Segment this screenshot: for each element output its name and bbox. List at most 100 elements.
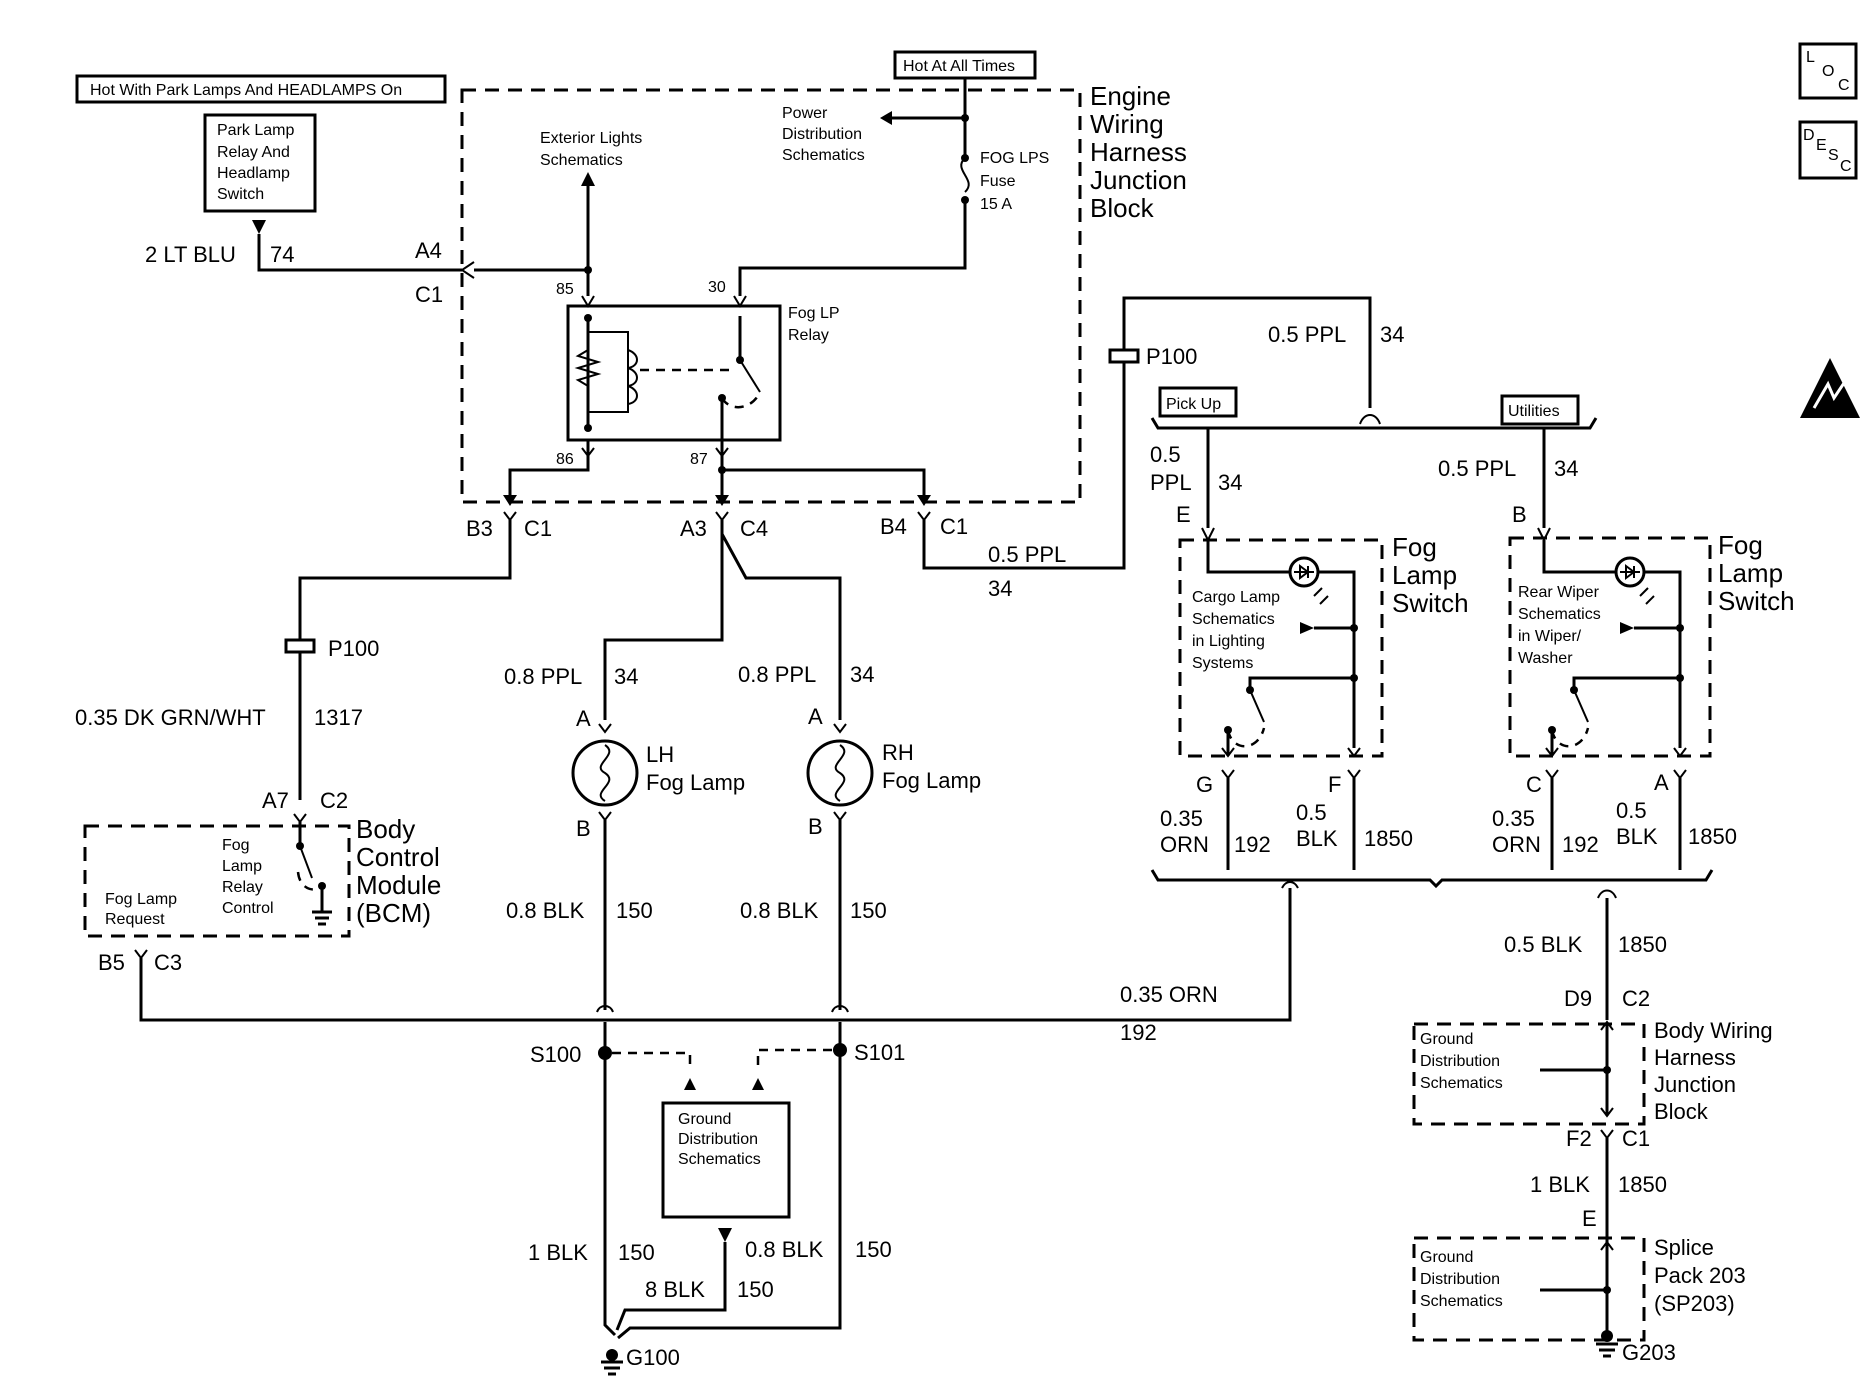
conn-c1-b3: C1 [524, 516, 552, 541]
tag-pickup: Pick Up [1158, 386, 1238, 418]
svg-text:E: E [1816, 137, 1827, 154]
relay-label-2: Relay [788, 327, 829, 344]
svg-text:Hot With Park Lamps And HEADLA: Hot With Park Lamps And HEADLAMPS On [90, 82, 402, 99]
power-dist-label-1: Power [782, 105, 828, 122]
conn-a4: A4 [415, 238, 442, 263]
lsw-e-circuit: 34 [1218, 470, 1242, 495]
bcm-title-2: Control [356, 842, 440, 872]
esd-warning-icon [1800, 358, 1860, 418]
conn-c1-b4: C1 [940, 514, 968, 539]
lsw-g-gauge-1: 0.35 [1160, 806, 1203, 831]
bcm-relay-ctrl-1: Fog [222, 837, 250, 854]
body-block-gd-2: Distribution [1420, 1053, 1500, 1070]
sp-gd-3: Schematics [1420, 1293, 1503, 1310]
power-dist-label-3: Schematics [782, 147, 865, 164]
rsw-indicator-led-icon [1614, 556, 1655, 605]
rsw-pin-c: C [1526, 772, 1542, 797]
splice-s100: S100 [530, 1042, 581, 1067]
engine-block-title-1: Engine [1090, 81, 1171, 111]
rsw-title-2: Lamp [1718, 558, 1783, 588]
lsw-f-circuit: 1850 [1364, 826, 1413, 851]
loc-icon[interactable]: L O C [1798, 42, 1858, 100]
wire-192-circuit: 192 [1120, 1020, 1157, 1045]
lsw-f-gauge-1: 0.5 [1296, 800, 1327, 825]
pin-30: 30 [708, 279, 726, 296]
conn-c1-a4: C1 [415, 282, 443, 307]
rh-wire-circuit: 34 [850, 662, 874, 687]
rsw-pin-b: B [1512, 502, 1527, 527]
lh-wire-circuit: 34 [614, 664, 638, 689]
bcm-relay-ctrl-3: Relay [222, 879, 263, 896]
conn-c2: C2 [320, 788, 348, 813]
lsw-title-3: Switch [1392, 588, 1469, 618]
svg-text:S: S [1828, 147, 1839, 164]
engine-block-title-2: Wiring [1090, 109, 1164, 139]
fuse-label-3: 15 A [980, 196, 1012, 213]
rh-pin-a: A [808, 704, 823, 729]
lsw-pin-g: G [1196, 772, 1213, 797]
b4-wire-gauge: 0.5 PPL [988, 542, 1066, 567]
rsw-a-gauge-2: BLK [1616, 824, 1658, 849]
wire-s101-g100-circuit: 150 [855, 1237, 892, 1262]
rsw-c-gauge-2: ORN [1492, 832, 1541, 857]
wire-s100-g100-circuit: 150 [618, 1240, 655, 1265]
bcm-title-1: Body [356, 814, 415, 844]
lh-wire-gauge: 0.8 PPL [504, 664, 582, 689]
rsw-title-3: Switch [1718, 586, 1795, 616]
lsw-cargo-3: in Lighting [1192, 633, 1265, 650]
desc-icon[interactable]: D E S C [1798, 120, 1858, 180]
conn-c4: C4 [740, 516, 768, 541]
wire-8blk-gauge: 8 BLK [645, 1277, 705, 1302]
body-block-gd-1: Ground [1420, 1031, 1473, 1048]
bcm-relay-ctrl-2: Lamp [222, 858, 262, 875]
body-block-title-1: Body Wiring [1654, 1018, 1773, 1043]
svg-text:Relay And: Relay And [217, 144, 290, 161]
svg-text:Ground: Ground [678, 1111, 731, 1128]
p100-wire-circuit: 34 [1380, 322, 1404, 347]
tag-utilities: Utilities [1500, 394, 1580, 426]
p100-left-label: P100 [328, 636, 379, 661]
body-wiring-junction-block [1412, 1022, 1646, 1126]
svg-text:Switch: Switch [217, 186, 264, 203]
rsw-a-gauge-1: 0.5 [1616, 798, 1647, 823]
sp-title-2: Pack 203 [1654, 1263, 1746, 1288]
lsw-pin-f: F [1328, 772, 1341, 797]
gnd-wire-gauge: 0.5 BLK [1504, 932, 1583, 957]
conn-a7: A7 [262, 788, 289, 813]
lh-fog-lamp [571, 723, 639, 822]
svg-text:C: C [1838, 77, 1850, 94]
engine-block-title-5: Block [1090, 193, 1155, 223]
svg-text:Headlamp: Headlamp [217, 165, 290, 182]
fog-lamp-switch-pickup [1178, 538, 1384, 758]
rsw-pin-a: A [1654, 770, 1669, 795]
lsw-cargo-4: Systems [1192, 655, 1253, 672]
wire-74-circuit: 74 [270, 242, 294, 267]
g203-ground-icon [1596, 1330, 1618, 1358]
lsw-title-1: Fog [1392, 532, 1437, 562]
svg-text:L: L [1806, 49, 1815, 66]
svg-text:Hot At All Times: Hot At All Times [903, 58, 1015, 75]
sp-gd-1: Ground [1420, 1249, 1473, 1266]
rsw-b-gauge: 0.5 PPL [1438, 456, 1516, 481]
sp-title-3: (SP203) [1654, 1291, 1735, 1316]
rh-wire-gauge: 0.8 PPL [738, 662, 816, 687]
conn-c2-d9: C2 [1622, 986, 1650, 1011]
lsw-g-gauge-2: ORN [1160, 832, 1209, 857]
hot-all-times-label: Hot At All Times [893, 50, 1037, 80]
conn-f2: F2 [1566, 1126, 1592, 1151]
conn-b4: B4 [880, 514, 907, 539]
lsw-pin-e: E [1176, 502, 1191, 527]
lh-pin-b: B [576, 816, 591, 841]
svg-text:Distribution: Distribution [678, 1131, 758, 1148]
rsw-wiper-3: in Wiper/ [1518, 628, 1582, 645]
power-dist-label-2: Distribution [782, 126, 862, 143]
bcm-ground-icon [312, 910, 332, 926]
exterior-lights-label: Exterior Lights [540, 130, 642, 147]
fuse-label-2: Fuse [980, 173, 1016, 190]
lsw-f-gauge-2: BLK [1296, 826, 1338, 851]
body-control-module [83, 824, 351, 938]
engine-junction-block [460, 88, 1082, 504]
sp-title-1: Splice [1654, 1235, 1714, 1260]
wire-74-gauge: 2 LT BLU [145, 242, 236, 267]
